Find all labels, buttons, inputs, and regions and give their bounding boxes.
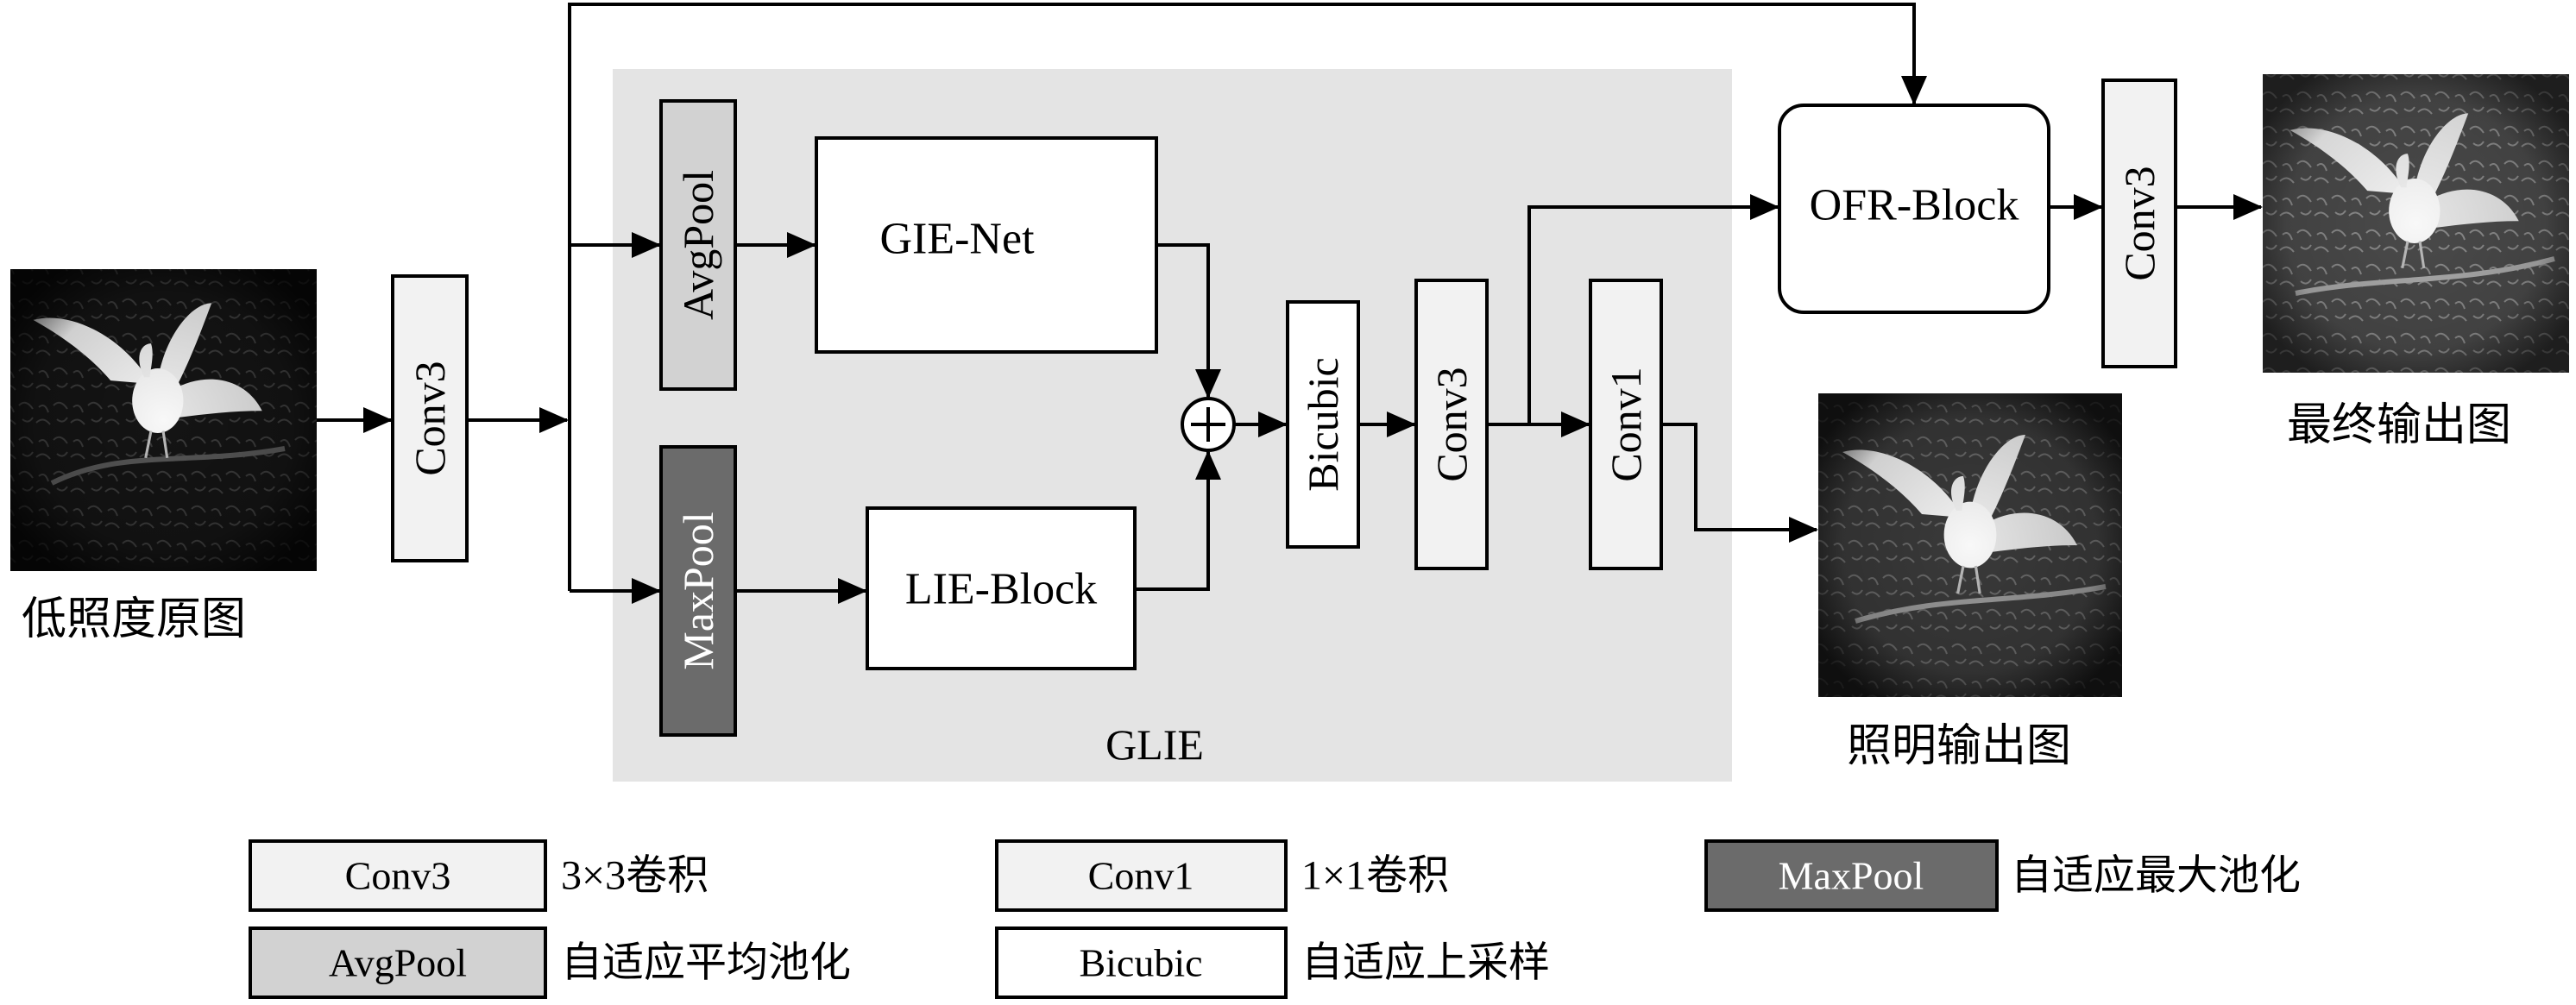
- bicubic-block: [1286, 300, 1360, 549]
- gie-net-block: [815, 136, 1158, 354]
- legend-maxpool-label: MaxPool: [1779, 854, 1924, 898]
- bicubic-label: Bicubic: [1299, 357, 1347, 492]
- final-output-label: 最终输出图: [2287, 401, 2511, 450]
- conv3-input-block: [391, 274, 469, 562]
- connections: [317, 3, 2263, 604]
- maxpool-label: MaxPool: [674, 512, 722, 669]
- legend-maxpool-desc: 自适应最大池化: [2011, 853, 2301, 899]
- legend-item-conv1: Conv1 1×1卷积: [995, 839, 1449, 912]
- legend-conv1-desc: 1×1卷积: [1301, 853, 1449, 899]
- legend-bicubic-desc: 自适应上采样: [1301, 940, 1550, 986]
- legend-bicubic-label: Bicubic: [1079, 941, 1202, 985]
- legend-avgpool-desc: 自适应平均池化: [561, 940, 851, 986]
- low-light-input-image: [10, 269, 317, 571]
- conv3-mid-label: Conv3: [1427, 367, 1476, 481]
- conv1-label: Conv1: [1602, 367, 1650, 481]
- legend-avgpool-label: AvgPool: [329, 941, 467, 985]
- ofr-block-label: OFR-Block: [1810, 181, 2019, 230]
- glie-label: GLIE: [1105, 720, 1204, 769]
- lie-block-label: LIE-Block: [905, 565, 1097, 614]
- legend: Conv3 3×3卷积 Conv1 1×1卷积 MaxPool 自适应最大池化 …: [249, 839, 2301, 999]
- legend-item-bicubic: Bicubic 自适应上采样: [995, 926, 1550, 999]
- avgpool-label: AvgPool: [674, 170, 722, 320]
- conv3-mid-block: [1414, 279, 1489, 570]
- lie-block: [866, 506, 1137, 670]
- conv3-input-label: Conv3: [406, 361, 454, 475]
- legend-conv1-label: Conv1: [1088, 854, 1194, 898]
- legend-item-maxpool: MaxPool 自适应最大池化: [1704, 839, 2301, 912]
- illumination-output-image: [1818, 393, 2122, 697]
- low-light-input-label: 低照度原图: [22, 595, 246, 644]
- final-output-image: [2263, 74, 2569, 373]
- conv3-output-block: [2101, 79, 2177, 368]
- legend-conv3-desc: 3×3卷积: [561, 853, 709, 899]
- gie-net-label: GIE-Net: [879, 215, 1035, 264]
- legend-item-avgpool: AvgPool 自适应平均池化: [249, 926, 851, 999]
- legend-conv3-label: Conv3: [345, 854, 451, 898]
- conv3-output-label: Conv3: [2115, 166, 2163, 280]
- add-node: [1181, 397, 1236, 452]
- illumination-output-label: 照明输出图: [1847, 722, 2071, 771]
- legend-item-conv3: Conv3 3×3卷积: [249, 839, 709, 912]
